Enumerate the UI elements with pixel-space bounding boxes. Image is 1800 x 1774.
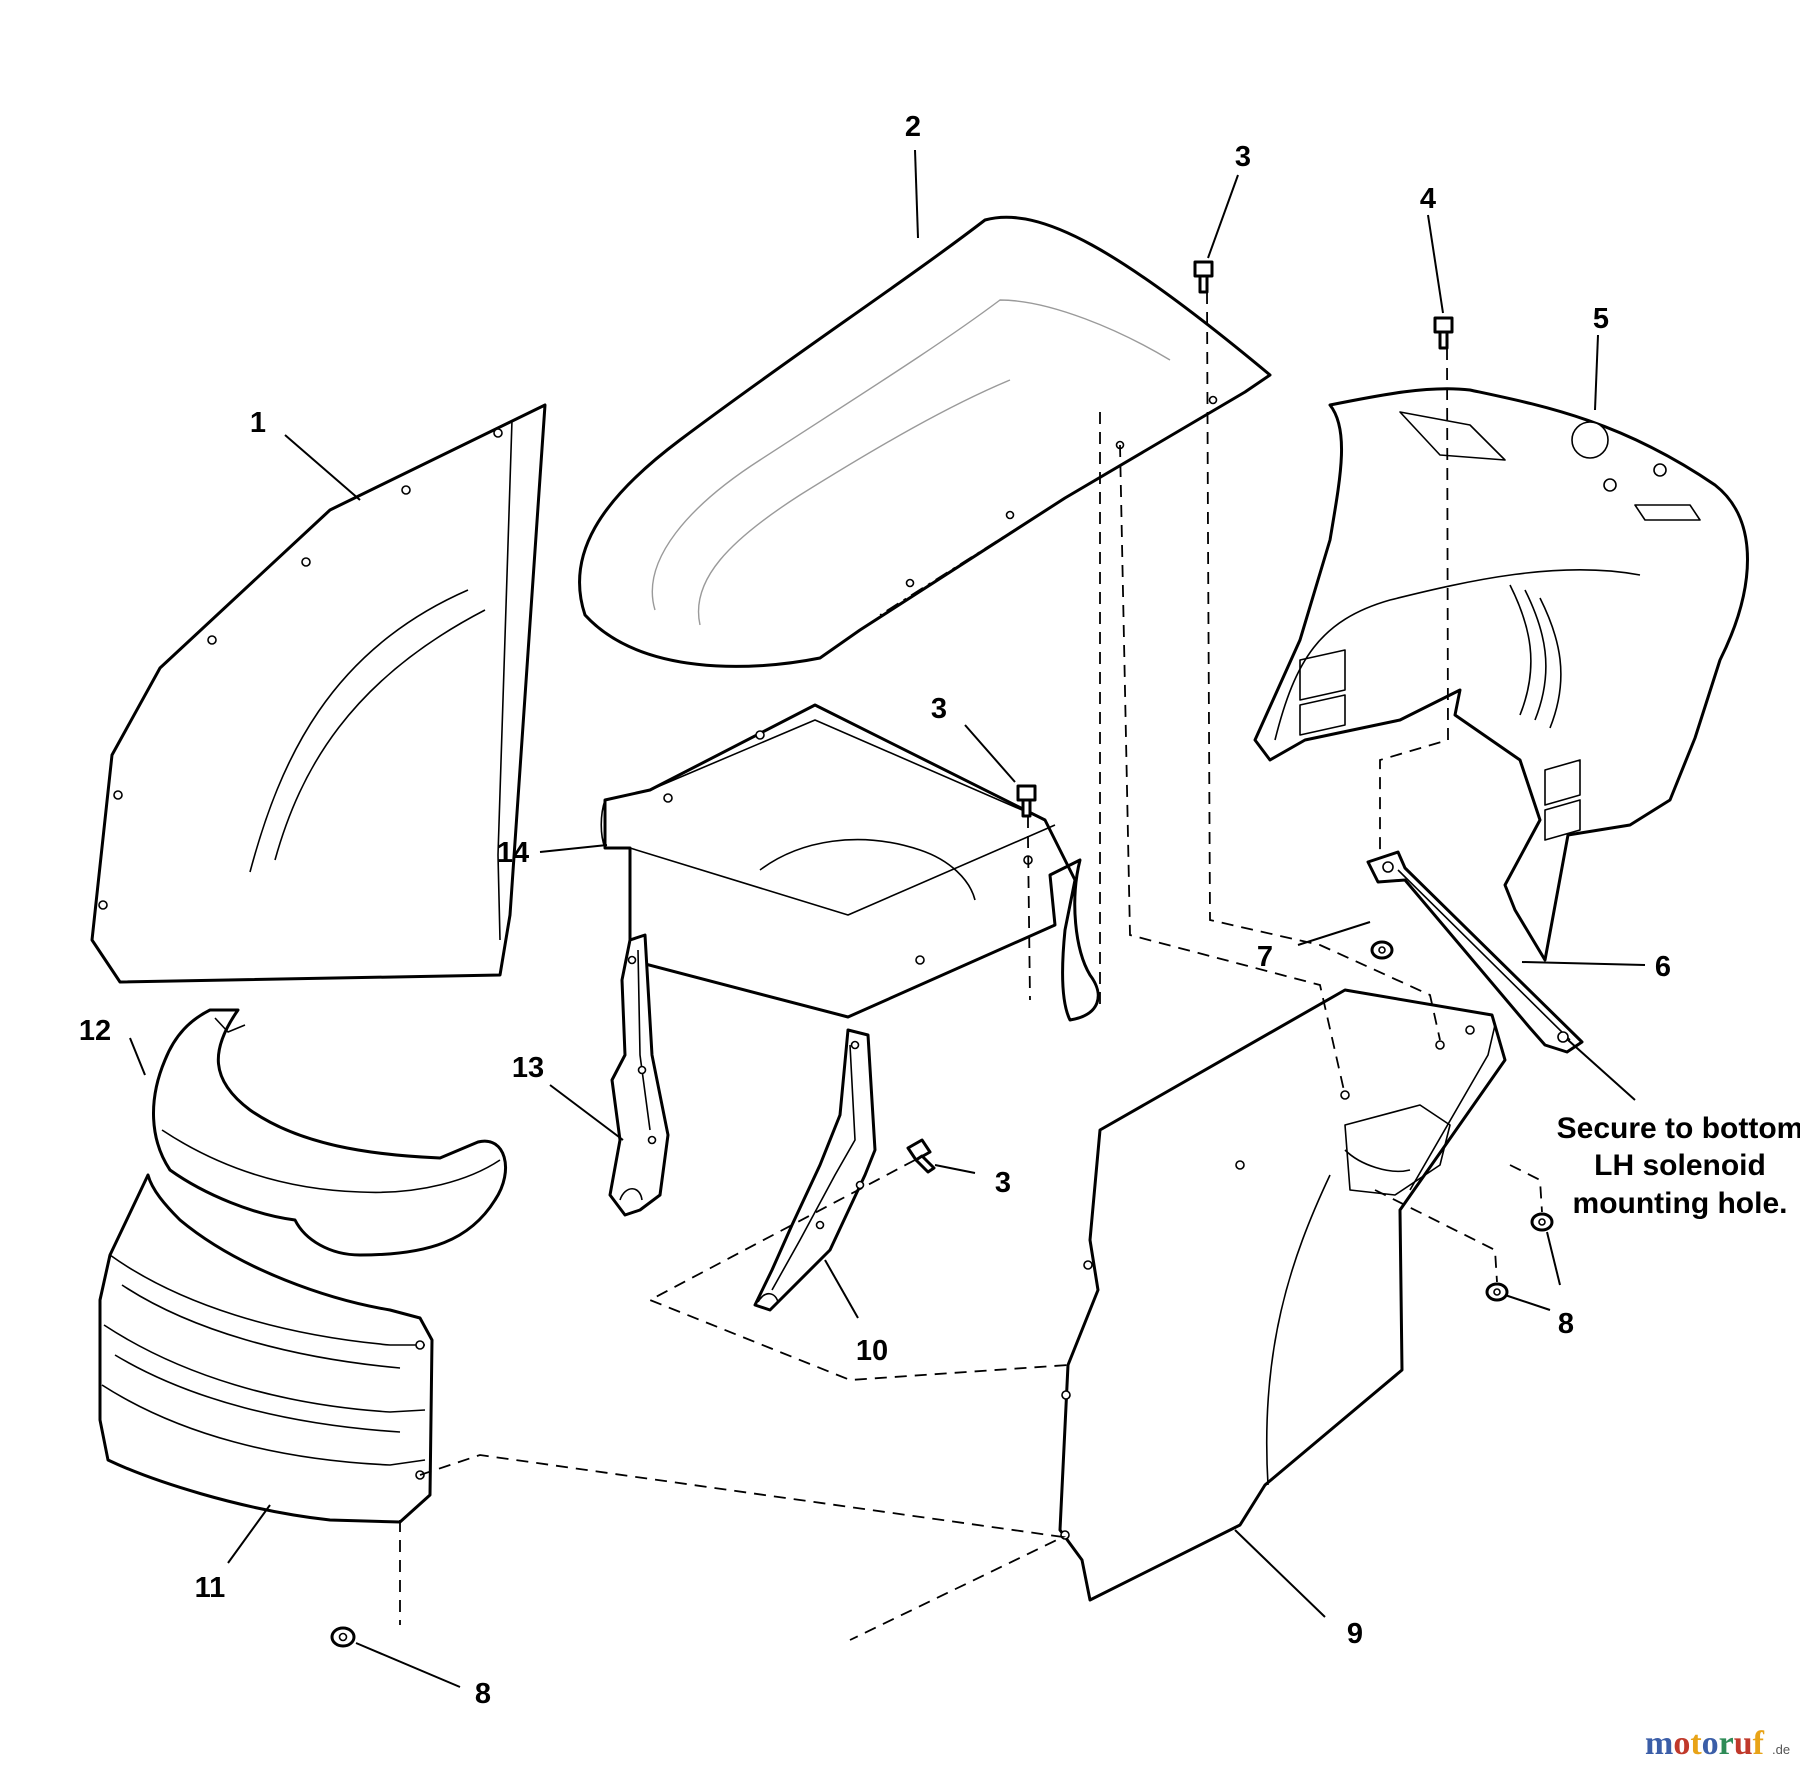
callout-8-left: 8 [475,1678,491,1710]
note-line-2: LH solenoid [1594,1149,1766,1182]
note-line-3: mounting hole. [1573,1187,1788,1220]
bolt-3-top [1193,260,1214,294]
bolt-3-middle [1016,784,1037,818]
part-5-dash-console [1253,387,1749,962]
mounting-note: Secure to bottom LH solenoid mounting ho… [1557,1112,1800,1220]
watermark-logo: motoruf .de [1645,1725,1790,1762]
part-14-battery-tray [600,703,1100,1022]
part-12-grille-trim [152,1008,508,1257]
part-13-left-bracket [608,933,670,1217]
callout-labels: 1 2 3 4 5 3 14 7 6 12 13 3 10 8 11 9 8 [79,111,1671,1710]
assembly-dashed-lines [399,291,1543,1641]
callout-6: 6 [1655,951,1671,983]
callout-8-right: 8 [1558,1308,1574,1340]
bolt-3-lower [906,1138,936,1174]
nut-8-left [330,1626,356,1648]
callout-13: 13 [512,1052,544,1084]
part-11-front-grille [98,1173,434,1524]
callout-3-top: 3 [1235,141,1251,173]
nut-8-right-lower [1485,1282,1509,1302]
bolt-4 [1433,316,1454,350]
watermark-suffix: .de [1772,1742,1790,1757]
leader-lines [129,149,1646,1688]
part-1-left-side-panel [90,403,547,984]
note-line-1: Secure to bottom [1557,1112,1800,1145]
callout-9: 9 [1347,1618,1363,1650]
callout-10: 10 [856,1335,888,1367]
callout-5: 5 [1593,303,1609,335]
callout-7: 7 [1257,941,1273,973]
svg-text:motoruf: motoruf [1645,1725,1765,1762]
callout-11: 11 [195,1572,226,1604]
callout-4: 4 [1420,183,1436,215]
callout-14: 14 [497,837,529,869]
callout-12: 12 [79,1015,111,1047]
nut-7 [1370,940,1394,960]
callout-2: 2 [905,111,921,143]
callout-3-middle: 3 [931,693,947,725]
part-6-support-bar [1366,850,1584,1054]
part-9-right-side-panel [1058,988,1507,1602]
part-2-hood [577,215,1272,668]
part-10-right-bracket [753,1028,877,1312]
nut-8-right-upper [1530,1212,1554,1232]
callout-1: 1 [250,407,266,439]
callout-3-lower: 3 [995,1167,1011,1199]
